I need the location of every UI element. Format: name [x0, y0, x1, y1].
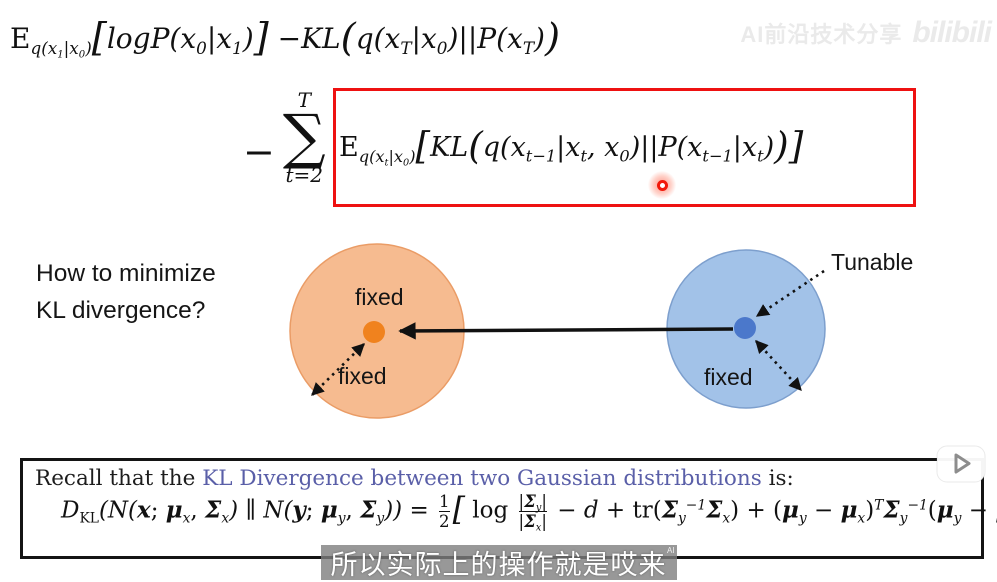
ai-subtitle-badge: AI: [666, 546, 675, 555]
kl-divergence-link: KL Divergence between two Gaussian distr…: [202, 466, 762, 491]
question-line1: How to minimize: [36, 260, 216, 287]
play-triangle-icon: [954, 453, 971, 474]
question-text: How to minimize KL divergence?: [36, 256, 216, 330]
watermark: AI前沿技术分享 bilibili: [740, 16, 992, 50]
kl-term-formula: Eq(xt|x0)[KL(q(xt−1|xt, x0)||P(xt−1|xt))…: [339, 123, 804, 169]
orange-mean-dot: [363, 321, 385, 343]
label-tunable-blue-mean: Tunable: [831, 249, 914, 275]
recall-intro-text: Recall that the KL Divergence between tw…: [35, 466, 981, 491]
recall-intro-suffix: is:: [761, 466, 794, 491]
label-fixed-orange-variance: fixed: [338, 363, 387, 389]
mean-shift-arrow: [398, 322, 734, 340]
sigma-symbol: T ∑ t=2: [283, 90, 326, 185]
subtitle-text: 所以实际上的操作就是哎来: [330, 550, 667, 580]
question-line2: KL divergence?: [36, 296, 206, 324]
summation-term: − T ∑ t=2: [243, 90, 326, 185]
bilibili-logo: bilibili: [912, 16, 992, 49]
highlight-box: Eq(xt|x0)[KL(q(xt−1|xt, x0)||P(xt−1|xt))…: [333, 88, 916, 207]
sum-lower-limit: t=2: [285, 163, 324, 188]
label-fixed-orange-mean: fixed: [355, 284, 404, 310]
blue-mean-dot: [734, 317, 756, 339]
orange-variance-dotted-arrow: [311, 343, 365, 396]
video-subtitle: 所以实际上的操作就是哎来 AI: [320, 545, 677, 580]
kl-divergence-recall-box: Recall that the KL Divergence between tw…: [20, 458, 997, 559]
label-fixed-blue-variance: fixed: [704, 364, 753, 390]
watermark-channel-name: AI前沿技术分享: [740, 22, 903, 47]
elbo-formula-line1: Eq(x1|x0)[logP(x0|x1)] −KL(q(xT|x0)||P(x…: [10, 15, 561, 61]
recall-intro-prefix: Recall that the: [35, 466, 203, 491]
sigma-glyph: ∑: [282, 102, 326, 172]
bilibili-tv-play-icon[interactable]: [932, 434, 990, 492]
laser-pointer-dot: [657, 180, 668, 191]
minus-sign: −: [243, 129, 275, 174]
sum-upper-limit: T: [297, 88, 311, 112]
